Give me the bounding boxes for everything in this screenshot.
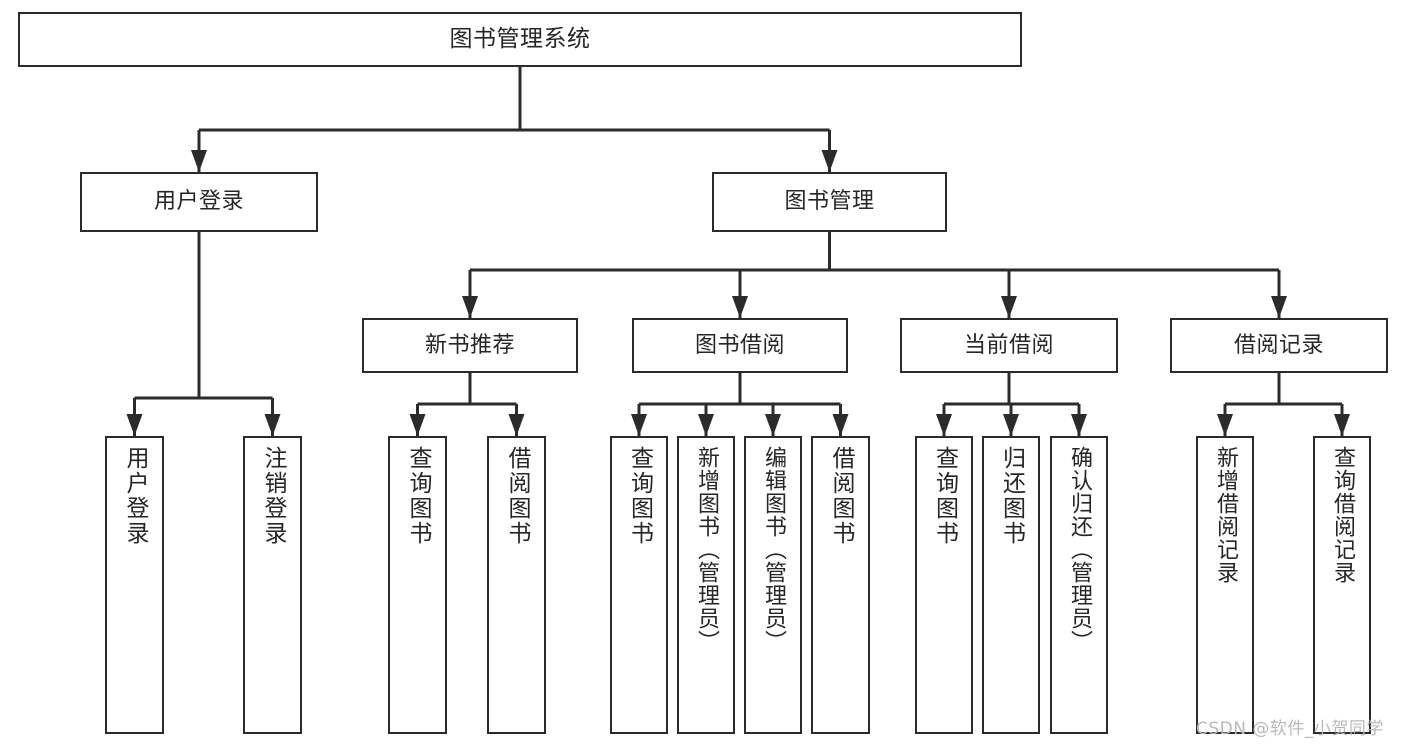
node-l-login-1[interactable]: 用户登录 bbox=[105, 436, 164, 734]
node-label: 新书推荐 bbox=[424, 332, 515, 358]
node-label: 借阅图书 bbox=[504, 446, 530, 546]
node-l-bor-2[interactable]: 新增图书（管理员） bbox=[677, 436, 735, 734]
node-bookmgmt[interactable]: 图书管理 bbox=[712, 172, 947, 232]
node-label: 查询图书 bbox=[931, 446, 958, 546]
node-label: 新增图书（管理员） bbox=[694, 446, 719, 653]
node-l-new-1[interactable]: 查询图书 bbox=[388, 436, 447, 734]
node-label: 查询图书 bbox=[405, 446, 431, 546]
node-label: 图书管理系统 bbox=[449, 25, 591, 52]
node-label: 编辑图书（管理员） bbox=[761, 446, 786, 653]
watermark-text: CSDN @软件_小贺同学 bbox=[1196, 719, 1384, 739]
node-l-login-2[interactable]: 注销登录 bbox=[243, 436, 302, 734]
node-l-cur-2[interactable]: 归还图书 bbox=[982, 436, 1040, 734]
node-label: 图书借阅 bbox=[694, 332, 785, 358]
node-l-rec-2[interactable]: 查询借阅记录 bbox=[1313, 436, 1371, 734]
node-l-rec-1[interactable]: 新增借阅记录 bbox=[1196, 436, 1254, 734]
node-label: 新增借阅记录 bbox=[1213, 446, 1238, 584]
node-label: 查询图书 bbox=[626, 446, 653, 546]
node-label: 注销登录 bbox=[260, 446, 286, 546]
node-label: 确认归还（管理员） bbox=[1067, 446, 1092, 653]
node-label: 当前借阅 bbox=[963, 332, 1054, 358]
node-root[interactable]: 图书管理系统 bbox=[18, 12, 1022, 67]
node-label: 用户登录 bbox=[122, 446, 148, 546]
node-current[interactable]: 当前借阅 bbox=[900, 318, 1118, 373]
node-label: 图书管理 bbox=[784, 189, 875, 215]
node-records[interactable]: 借阅记录 bbox=[1170, 318, 1388, 373]
node-l-cur-3[interactable]: 确认归还（管理员） bbox=[1050, 436, 1108, 734]
node-l-bor-1[interactable]: 查询图书 bbox=[610, 436, 668, 734]
node-label: 查询借阅记录 bbox=[1330, 446, 1355, 584]
node-l-new-2[interactable]: 借阅图书 bbox=[487, 436, 546, 734]
node-label: 用户登录 bbox=[153, 189, 244, 215]
node-l-bor-4[interactable]: 借阅图书 bbox=[811, 436, 870, 734]
node-borrow[interactable]: 图书借阅 bbox=[632, 318, 848, 373]
node-login[interactable]: 用户登录 bbox=[80, 172, 318, 232]
node-newbook[interactable]: 新书推荐 bbox=[362, 318, 578, 373]
node-label: 借阅记录 bbox=[1233, 332, 1324, 358]
node-label: 归还图书 bbox=[998, 446, 1025, 546]
node-l-bor-3[interactable]: 编辑图书（管理员） bbox=[744, 436, 802, 734]
node-l-cur-1[interactable]: 查询图书 bbox=[915, 436, 973, 734]
node-label: 借阅图书 bbox=[828, 446, 854, 546]
